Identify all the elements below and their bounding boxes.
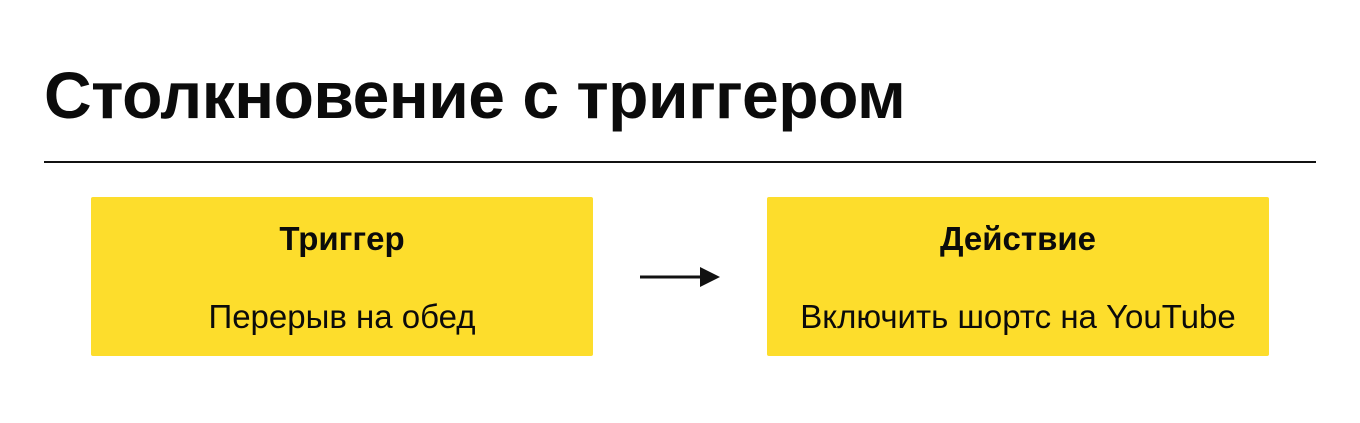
action-heading: Действие: [940, 220, 1096, 257]
trigger-box: Триггер Перерыв на обед: [91, 197, 593, 356]
page-title: Столкновение с триггером: [44, 58, 906, 132]
divider: [44, 161, 1316, 163]
trigger-heading: Триггер: [279, 220, 405, 257]
trigger-text: Перерыв на обед: [208, 298, 476, 335]
action-box: Действие Включить шортс на YouTube: [767, 197, 1269, 356]
action-text: Включить шортс на YouTube: [800, 298, 1236, 335]
arrow-right-icon: [640, 267, 720, 287]
